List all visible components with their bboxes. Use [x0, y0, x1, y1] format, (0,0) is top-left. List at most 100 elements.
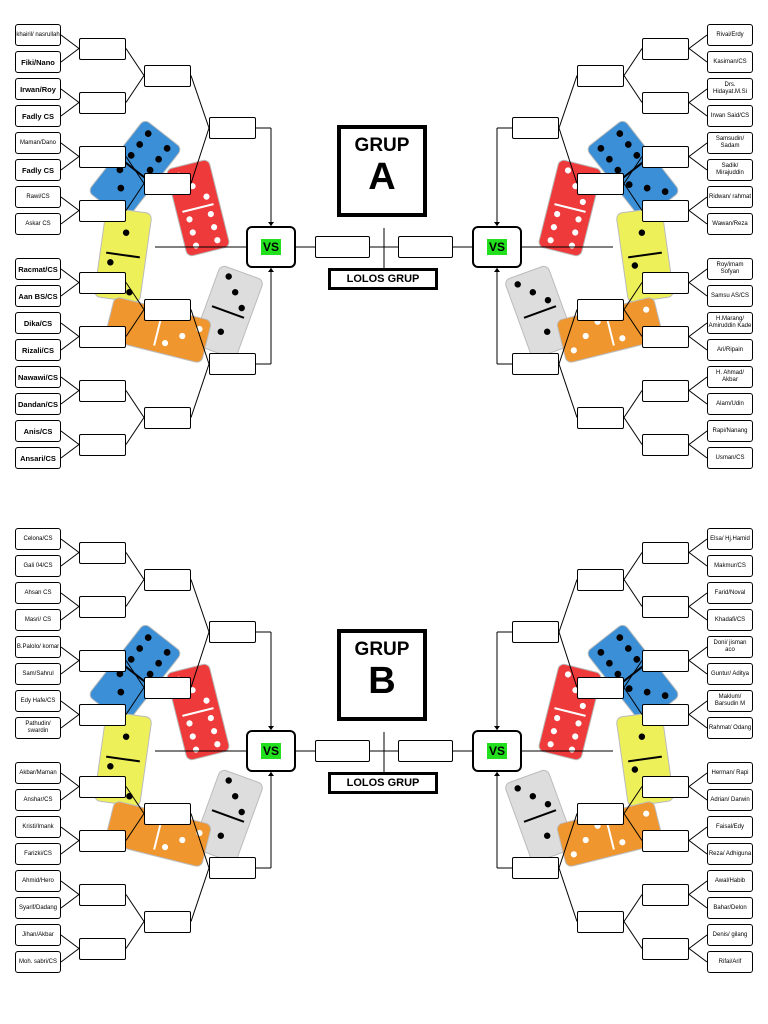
round1-slot[interactable]	[79, 199, 126, 222]
group-letter: A	[368, 156, 396, 198]
round2-slot[interactable]	[577, 64, 624, 87]
round2-slot[interactable]	[577, 406, 624, 429]
team-entry: Faisal/Edy	[707, 816, 753, 838]
domino-gray-icon	[193, 769, 263, 863]
team-entry: Denis/ gilang	[707, 924, 753, 946]
round1-slot[interactable]	[79, 433, 126, 456]
round1-slot[interactable]	[642, 433, 689, 456]
team-entry: Ahmid/Hero	[15, 870, 61, 892]
round1-slot[interactable]	[79, 37, 126, 60]
team-entry: Samsudin/ Sadam	[707, 132, 753, 154]
domino-gray-icon	[505, 769, 575, 863]
round1-slot[interactable]	[79, 883, 126, 906]
round1-slot[interactable]	[79, 937, 126, 960]
round2-slot[interactable]	[144, 802, 191, 825]
round1-slot[interactable]	[642, 829, 689, 852]
round1-slot[interactable]	[79, 703, 126, 726]
team-entry: Akbar/Maman	[15, 762, 61, 784]
round2-slot[interactable]	[577, 676, 624, 699]
team-entry: Herman/ Rapi	[707, 762, 753, 784]
team-entry: Reza/ Adhiguna	[707, 843, 753, 865]
team-entry: Farid/Noval	[707, 582, 753, 604]
round3-slot[interactable]	[209, 117, 256, 139]
round2-slot[interactable]	[144, 406, 191, 429]
team-entry: Anshar/CS	[15, 789, 61, 811]
finalist-slot[interactable]	[315, 236, 370, 258]
round1-slot[interactable]	[79, 145, 126, 168]
round3-slot[interactable]	[512, 353, 559, 375]
vs-label: VS	[486, 743, 507, 759]
team-entry: Doni/ jisman aco	[707, 636, 753, 658]
team-entry: Jihan/Akbar	[15, 924, 61, 946]
team-entry: Makmur/CS	[707, 555, 753, 577]
team-entry: Moh. sabri/CS	[15, 951, 61, 973]
team-entry: H.Marang/ Amiruddin Kade	[707, 312, 753, 334]
team-entry: Adrian/ Darwin	[707, 789, 753, 811]
team-entry: Usman/CS	[707, 447, 753, 469]
round2-slot[interactable]	[577, 910, 624, 933]
round1-slot[interactable]	[79, 325, 126, 348]
team-entry: Samsu AS/CS	[707, 285, 753, 307]
team-entry: Aan BS/CS	[15, 285, 61, 307]
round2-slot[interactable]	[144, 64, 191, 87]
team-entry: Masri/ CS	[15, 609, 61, 631]
round1-slot[interactable]	[79, 379, 126, 402]
round3-slot[interactable]	[209, 621, 256, 643]
round1-slot[interactable]	[642, 91, 689, 114]
group-letter: B	[368, 660, 396, 702]
round1-slot[interactable]	[642, 271, 689, 294]
round1-slot[interactable]	[642, 199, 689, 222]
round2-slot[interactable]	[577, 298, 624, 321]
round1-slot[interactable]	[79, 649, 126, 672]
round2-slot[interactable]	[144, 676, 191, 699]
round1-slot[interactable]	[79, 541, 126, 564]
round1-slot[interactable]	[642, 325, 689, 348]
round1-slot[interactable]	[79, 829, 126, 852]
team-entry: Farizki/CS	[15, 843, 61, 865]
round2-slot[interactable]	[144, 172, 191, 195]
vs-label: VS	[260, 743, 281, 759]
round3-slot[interactable]	[512, 857, 559, 879]
team-entry: Kristi/Imank	[15, 816, 61, 838]
round3-slot[interactable]	[512, 621, 559, 643]
round1-slot[interactable]	[642, 883, 689, 906]
round1-slot[interactable]	[642, 649, 689, 672]
team-entry: Irwan Said/CS	[707, 105, 753, 127]
round2-slot[interactable]	[577, 172, 624, 195]
group-title-word: GRUP	[354, 639, 410, 660]
round3-slot[interactable]	[209, 857, 256, 879]
team-entry: Roy/imam Sofyan	[707, 258, 753, 280]
round1-slot[interactable]	[642, 775, 689, 798]
round1-slot[interactable]	[642, 541, 689, 564]
round2-slot[interactable]	[577, 802, 624, 825]
team-entry: Wawan/Reza	[707, 213, 753, 235]
round2-slot[interactable]	[144, 298, 191, 321]
round1-slot[interactable]	[642, 703, 689, 726]
round1-slot[interactable]	[642, 37, 689, 60]
team-entry: Rawi/CS	[15, 186, 61, 208]
finalist-slot[interactable]	[398, 740, 453, 762]
round1-slot[interactable]	[642, 379, 689, 402]
team-entry: Ridwan/ rahmat	[707, 186, 753, 208]
round3-slot[interactable]	[512, 117, 559, 139]
round1-slot[interactable]	[642, 145, 689, 168]
team-entry: Ansari/CS	[15, 447, 61, 469]
team-entry: Rapi/Nanang	[707, 420, 753, 442]
round2-slot[interactable]	[144, 568, 191, 591]
team-entry: Syarif/Dadang	[15, 897, 61, 919]
team-entry: Sadik/ Mirajuddin	[707, 159, 753, 181]
round1-slot[interactable]	[79, 775, 126, 798]
round2-slot[interactable]	[144, 910, 191, 933]
vs-box: VS	[472, 226, 522, 268]
round1-slot[interactable]	[79, 595, 126, 618]
round2-slot[interactable]	[577, 568, 624, 591]
team-entry: Drs. Hidayat.M.Si	[707, 78, 753, 100]
round3-slot[interactable]	[209, 353, 256, 375]
round1-slot[interactable]	[642, 937, 689, 960]
round1-slot[interactable]	[642, 595, 689, 618]
round1-slot[interactable]	[79, 271, 126, 294]
finalist-slot[interactable]	[315, 740, 370, 762]
round1-slot[interactable]	[79, 91, 126, 114]
finalist-slot[interactable]	[398, 236, 453, 258]
